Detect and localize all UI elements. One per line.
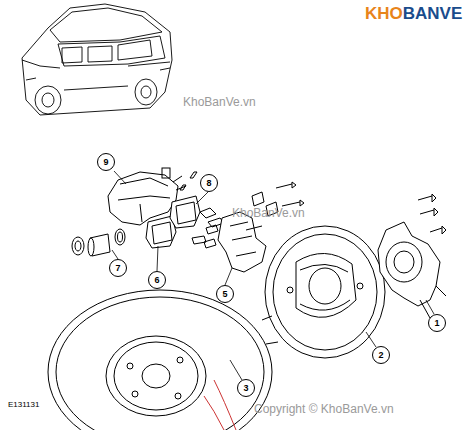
callout-circle: 3 <box>237 379 255 397</box>
leader-lines <box>112 171 434 380</box>
callout-number: 9 <box>103 158 108 167</box>
logo-text: BANVE <box>403 4 463 24</box>
callout-number: 8 <box>206 179 211 188</box>
watermark: Copyright © KhoBanVe.vn <box>254 402 394 416</box>
backing-plate <box>265 226 385 358</box>
brake-pads <box>146 196 200 248</box>
watermark: KhoBanVe.vn <box>183 95 256 109</box>
callout-circle: 6 <box>148 271 166 289</box>
callout-circle: 7 <box>109 259 127 277</box>
callout-number: 3 <box>243 384 248 393</box>
callout-number: 1 <box>434 319 439 328</box>
logo-text: KHO <box>365 4 403 24</box>
callout-circle: 5 <box>216 285 234 303</box>
hub-knuckle <box>378 194 446 318</box>
figure-code: E131131 <box>8 400 39 409</box>
car-sketch <box>22 4 172 115</box>
callout-circle: 2 <box>372 346 390 364</box>
callout-number: 2 <box>378 351 383 360</box>
brake-disc <box>48 290 272 430</box>
callout-number: 7 <box>115 264 120 273</box>
callout-number: 5 <box>222 290 227 299</box>
callout-circle: 1 <box>428 314 446 332</box>
callout-circle: 8 <box>200 174 218 192</box>
piston-seal <box>72 229 125 256</box>
watermark: KhoBanVe.vn <box>232 206 305 220</box>
callout-circle: 9 <box>97 153 115 171</box>
callout-number: 6 <box>154 276 159 285</box>
